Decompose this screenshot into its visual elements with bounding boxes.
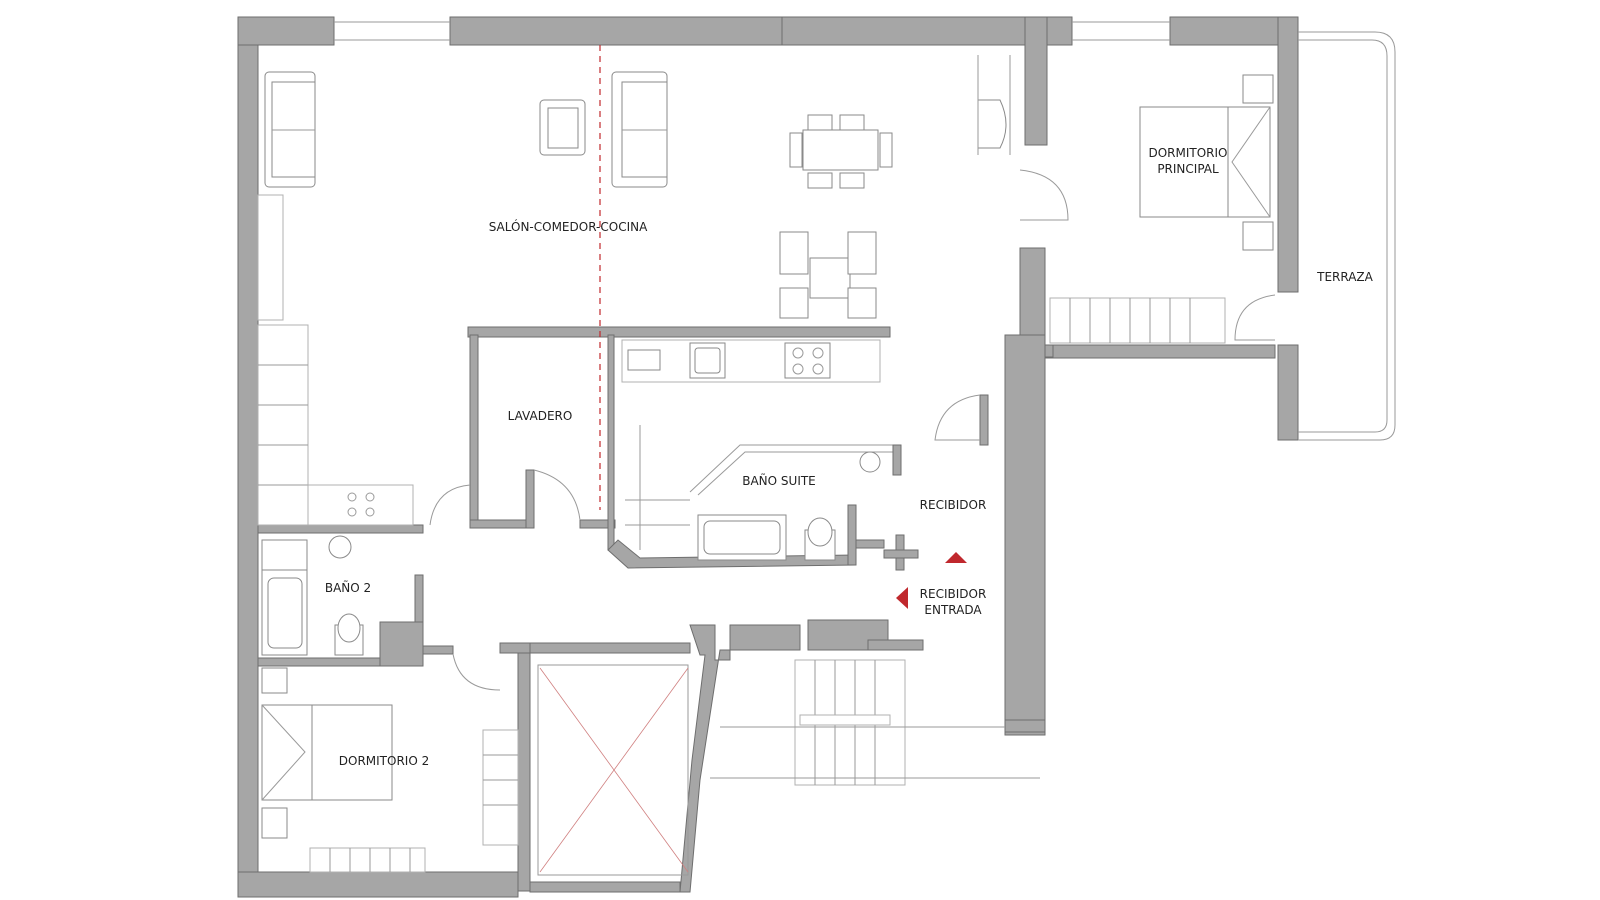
exterior-walls — [237, 16, 1299, 898]
bano2-fixtures — [261, 535, 364, 656]
label-recibidor-entrada-1: RECIBIDOR — [920, 587, 987, 601]
entrance-arrow-left — [896, 587, 908, 609]
label-dormitorio-principal-1: DORMITORIO — [1148, 146, 1227, 160]
entrance-arrow-up — [945, 552, 967, 563]
label-lavadero: LAVADERO — [508, 409, 573, 423]
interior-walls — [257, 326, 1046, 893]
label-dormitorio-principal-2: PRINCIPAL — [1157, 162, 1219, 176]
windows — [334, 21, 1170, 41]
label-dormitorio2: DORMITORIO 2 — [339, 754, 429, 768]
living-furniture — [257, 55, 1011, 526]
label-bano-suite: BAÑO SUITE — [742, 473, 816, 488]
bano-suite-fixtures — [625, 425, 881, 561]
kitchen — [621, 339, 881, 383]
terrace — [1298, 31, 1396, 441]
dormitorio-principal-furniture — [1049, 74, 1274, 344]
label-bano2: BAÑO 2 — [325, 580, 371, 595]
label-salon: SALÓN-COMEDOR-COCINA — [489, 219, 648, 234]
stair-void — [537, 664, 689, 876]
label-recibidor: RECIBIDOR — [920, 498, 987, 512]
dormitorio2-furniture — [261, 667, 519, 873]
door-swings — [429, 169, 1276, 691]
label-terraza: TERRAZA — [1316, 270, 1374, 284]
stairs — [710, 659, 1040, 786]
label-recibidor-entrada-2: ENTRADA — [924, 603, 982, 617]
